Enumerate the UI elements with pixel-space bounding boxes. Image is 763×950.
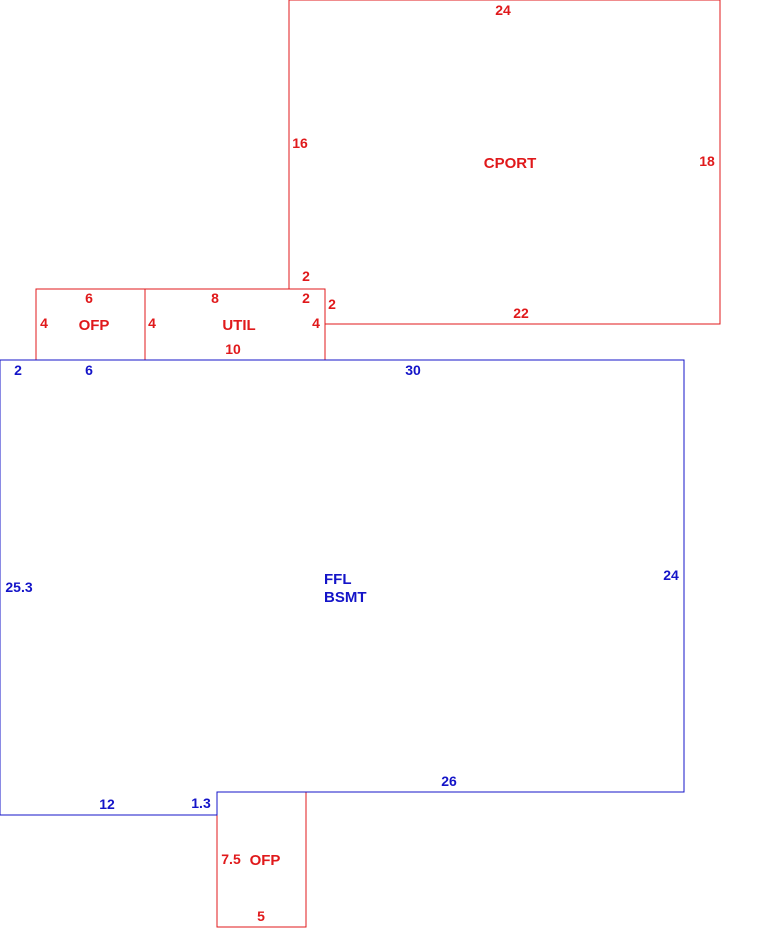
dim-ofp-bottom-bottom: 5 — [257, 908, 265, 924]
dim-cport-left: 16 — [292, 135, 308, 151]
dim-util-bottom: 10 — [225, 341, 241, 357]
dim-ofp-top-top: 6 — [85, 290, 93, 306]
dim-main-left: 25.3 — [5, 579, 32, 595]
dim-cport-step-upper: 2 — [302, 268, 310, 284]
main-area-label-ffl: FFL — [324, 571, 352, 588]
dim-ofp-bottom-left: 7.5 — [221, 851, 241, 867]
dim-cport-right: 18 — [699, 153, 715, 169]
main-building-outline — [0, 359, 685, 816]
ofp-bottom-outline — [216, 792, 307, 928]
dim-util-right: 4 — [312, 315, 320, 331]
dim-main-bottom-left: 12 — [99, 796, 115, 812]
ofp-top-area-label: OFP — [79, 317, 110, 334]
ofp-bottom-area-label: OFP — [250, 852, 281, 869]
dim-util-top-right: 2 — [302, 290, 310, 306]
dim-main-top-b: 6 — [85, 362, 93, 378]
dim-main-right: 24 — [663, 567, 679, 583]
dim-cport-step-right: 2 — [328, 296, 336, 312]
dim-main-bottom-right: 26 — [441, 773, 457, 789]
dim-ofp-top-left: 4 — [40, 315, 48, 331]
util-area-label: UTIL — [222, 317, 255, 334]
dim-util-left: 4 — [148, 315, 156, 331]
dim-util-top: 8 — [211, 290, 219, 306]
main-area-label-bsmt: BSMT — [324, 589, 367, 606]
cport-area-label: CPORT — [484, 155, 537, 172]
dim-main-top-c: 30 — [405, 362, 421, 378]
dim-main-bottom-step: 1.3 — [191, 795, 211, 811]
dim-cport-bottom: 22 — [513, 305, 529, 321]
dim-main-top-a: 2 — [14, 362, 22, 378]
dim-cport-top: 24 — [495, 2, 511, 18]
